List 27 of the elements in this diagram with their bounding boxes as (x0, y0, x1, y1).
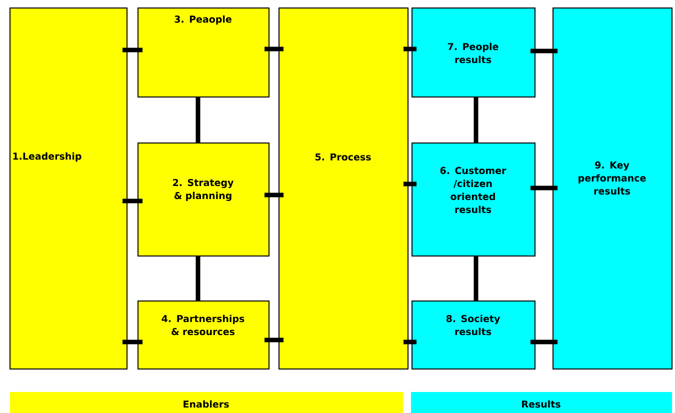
process-box: 4. Partnerships & resources (138, 300, 270, 370)
connector-bar (196, 96, 200, 144)
group-band: Results (411, 392, 672, 413)
connector-bar (196, 256, 200, 302)
connector-bar (264, 192, 284, 198)
connector-bar (530, 48, 558, 54)
result-box: 8. Society results (412, 300, 536, 370)
process-box: 2. Strategy & planning (138, 142, 270, 256)
connector-bar (474, 96, 478, 144)
connector-bar (404, 340, 416, 344)
pillar-box: 1.Leadership (10, 8, 128, 370)
connector-bar (122, 198, 142, 204)
result-box: 7. People results (412, 8, 536, 98)
connector-bar (404, 182, 416, 186)
connector-bar (122, 48, 142, 52)
connector-bar (530, 186, 558, 190)
connector-bar (404, 46, 416, 52)
process-box: 3. Peaople (138, 8, 270, 98)
connector-bar (122, 340, 142, 344)
connector-bar (474, 256, 478, 302)
connector-bar (264, 46, 284, 52)
connector-bar (264, 338, 284, 342)
pillar-box: 5. Process (278, 8, 408, 370)
result-box: 6. Customer /citizen oriented results (412, 142, 536, 256)
pillar-box: 9. Key performance results (552, 8, 672, 370)
group-band: Enablers (10, 392, 403, 413)
connector-bar (530, 340, 558, 344)
